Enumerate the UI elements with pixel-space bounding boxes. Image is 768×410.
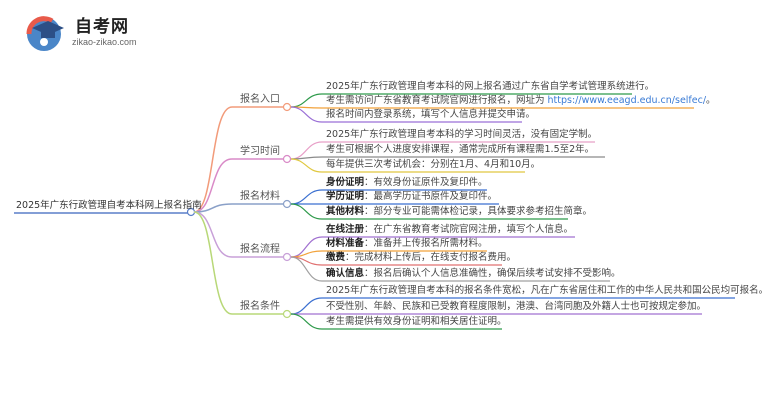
leaf-detail: ：最高学历证书原件及复印件。: [364, 191, 498, 202]
leaf-detail: ：报名后确认个人信息准确性，确保后续考试安排不受影响。: [364, 268, 621, 279]
logo-title: 自考网: [75, 17, 129, 37]
leaf-bold-label: 身份证明: [326, 177, 365, 188]
leaf-bold-label: 学历证明: [326, 191, 365, 202]
leaf-text-suffix: 。: [706, 95, 716, 106]
leaf-text: 考生可根据个人进度安排课程，通常完成所有课程需1.5至2年。: [326, 144, 595, 155]
leaf-detail: ：有效身份证原件及复印件。: [364, 177, 488, 188]
graduation-cap-icon: [26, 16, 64, 51]
leaf-text: 材料准备：准备并上传报名所需材料。: [326, 238, 488, 250]
leaf-text: 2025年广东行政管理自考本科的报名条件宽松，凡在广东省居住和工作的中华人民共和…: [326, 285, 768, 296]
leaf-text: 考生需提供有效身份证明和相关居住证明。: [326, 316, 507, 327]
leaf-bold-label: 确认信息: [326, 268, 365, 279]
leaf-text: 学历证明：最高学历证书原件及复印件。: [326, 191, 497, 203]
leaf-bold-label: 缴费: [326, 252, 346, 263]
mindmap-connectors: [14, 93, 735, 330]
leaf-detail: ：准备并上传报名所需材料。: [364, 238, 488, 249]
leaf-text: 报名时间内登录系统，填写个人信息并提交申请。: [326, 109, 536, 120]
leaf-bold-label: 在线注册: [326, 224, 365, 235]
leaf-text: 缴费：完成材料上传后，在线支付报名费用。: [326, 252, 516, 264]
logo-subtitle: zikao-zikao.com: [72, 37, 137, 47]
leaf-bold-label: 其他材料: [326, 206, 365, 217]
branch-conditions: 报名条件: [240, 301, 280, 312]
branch-materials: 报名材料: [240, 191, 280, 202]
branch-study-time: 学习时间: [240, 146, 280, 157]
leaf-text-prefix: 考生需访问广东省教育考试院官网进行报名，网址为: [326, 95, 548, 106]
branch-registration-portal: 报名入口: [240, 94, 280, 105]
leaf-text: 考生需访问广东省教育考试院官网进行报名，网址为 https://www.eeag…: [326, 95, 716, 107]
leaf-detail: ：部分专业可能需体检记录，具体要求参考招生简章。: [364, 206, 593, 217]
branch-process: 报名流程: [240, 244, 280, 255]
leaf-detail: ：完成材料上传后，在线支付报名费用。: [345, 252, 517, 263]
leaf-text: 身份证明：有效身份证原件及复印件。: [326, 177, 488, 189]
leaf-detail: ：在广东省教育考试院官网注册，填写个人信息。: [364, 224, 574, 235]
root-node: 2025年广东行政管理自考本科网上报名指南: [16, 200, 202, 211]
leaf-text: 2025年广东行政管理自考本科的网上报名通过广东省自学考试管理系统进行。: [326, 81, 655, 92]
official-site-link[interactable]: https://www.eeagd.edu.cn/selfec/: [547, 95, 707, 106]
site-logo[interactable]: 自考网 zikao-zikao.com: [22, 10, 142, 54]
leaf-text: 不受性别、年龄、民族和已受教育程度限制，港澳、台湾同胞及外籍人士也可按规定参加。: [326, 301, 707, 312]
leaf-text: 2025年广东行政管理自考本科的学习时间灵活，没有固定学制。: [326, 129, 598, 140]
leaf-text: 在线注册：在广东省教育考试院官网注册，填写个人信息。: [326, 224, 573, 236]
leaf-bold-label: 材料准备: [326, 238, 365, 249]
leaf-text: 确认信息：报名后确认个人信息准确性，确保后续考试安排不受影响。: [326, 268, 621, 280]
leaf-text: 其他材料：部分专业可能需体检记录，具体要求参考招生简章。: [326, 206, 592, 218]
leaf-text: 每年提供三次考试机会：分别在1月、4月和10月。: [326, 159, 541, 170]
